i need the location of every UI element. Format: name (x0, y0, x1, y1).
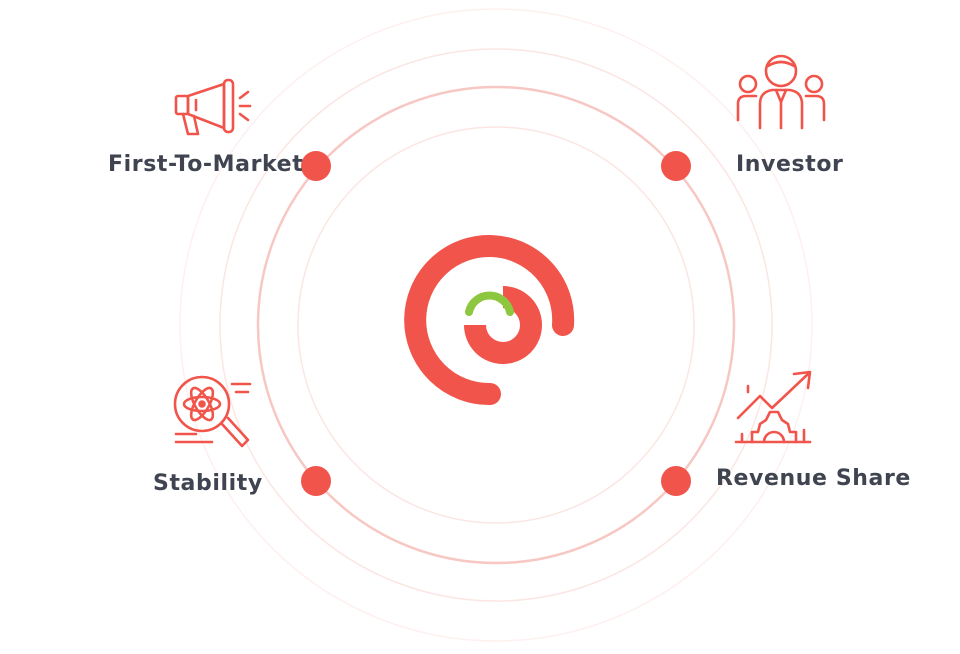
node-dot-stability (301, 466, 331, 496)
node-label-stability: Stability (153, 471, 263, 496)
megaphone-icon (174, 78, 252, 136)
inner-ring (297, 126, 695, 524)
atom-magnifier-icon (173, 375, 252, 448)
main-ring (256, 85, 736, 565)
node-dot-first-to-market (301, 151, 331, 181)
node-label-first-to-market: First-To-Market (108, 152, 304, 177)
node-dot-revenue-share (661, 466, 691, 496)
node-label-revenue-share: Revenue Share (716, 466, 911, 491)
investor-group-icon (736, 54, 826, 130)
outer-ring-faint (179, 8, 813, 642)
node-dot-investor (661, 151, 691, 181)
brand-logo-icon (404, 235, 575, 406)
outer-ring (219, 48, 773, 602)
node-label-investor: Investor (736, 152, 844, 177)
growth-gear-icon (734, 370, 812, 444)
